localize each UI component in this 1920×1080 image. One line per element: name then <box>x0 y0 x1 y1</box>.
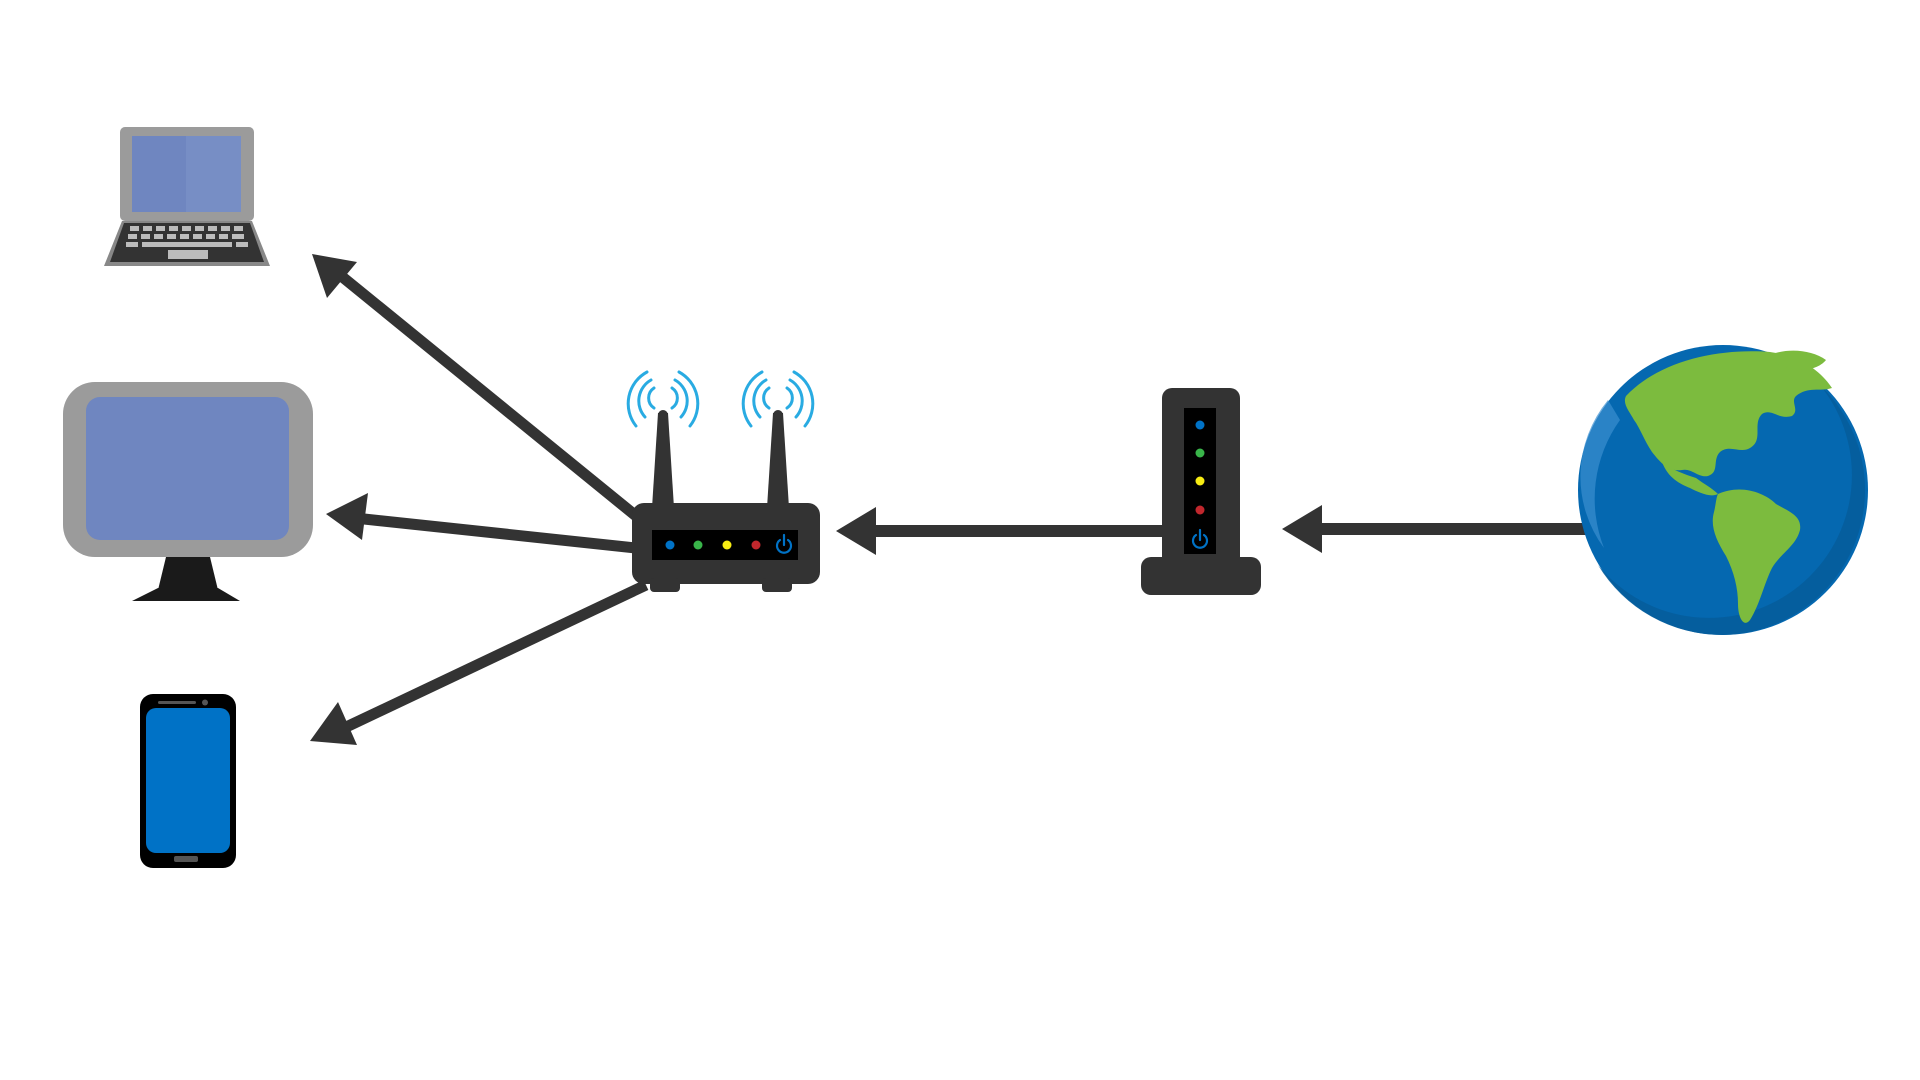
power-icon <box>1191 528 1209 549</box>
arrow-router-to-desktop <box>326 493 637 554</box>
modem-icon <box>1141 388 1261 595</box>
desktop-monitor-icon <box>63 382 313 601</box>
smartphone-icon <box>140 694 236 868</box>
wifi-router-icon <box>626 370 820 592</box>
arrow-modem-to-router <box>836 507 1162 555</box>
laptop-icon <box>104 127 270 266</box>
power-icon <box>775 533 793 554</box>
arrow-internet-to-modem <box>1282 505 1590 553</box>
wifi-signal-icon <box>626 370 700 428</box>
globe-icon <box>1578 345 1868 636</box>
arrow-router-to-phone <box>310 580 649 745</box>
arrow-router-to-laptop <box>312 254 640 521</box>
